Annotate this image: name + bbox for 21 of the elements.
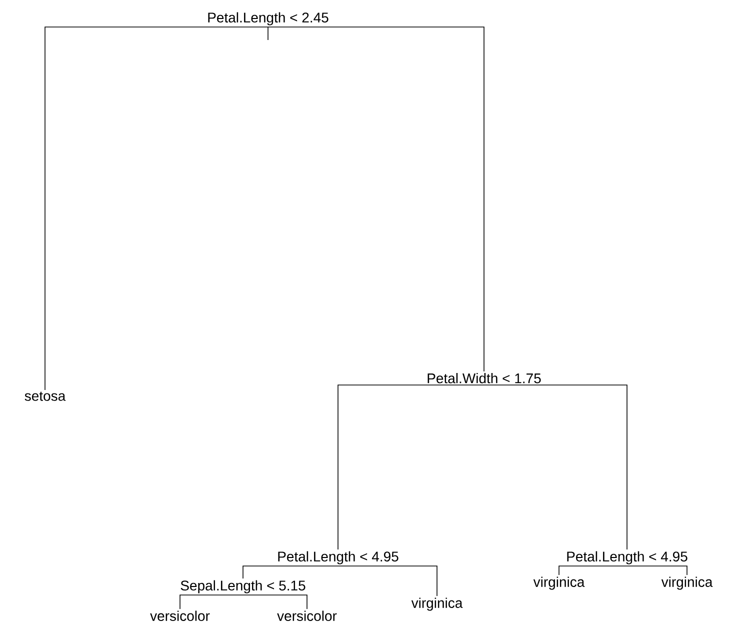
leaf-label: virginica: [661, 576, 713, 590]
tree-branch: [268, 26, 484, 372]
split-label: Petal.Width < 1.75: [428, 373, 541, 384]
tree-branch: [242, 594, 308, 610]
split-label: Petal.Length < 4.95: [278, 551, 398, 564]
tree-branch: [558, 566, 628, 576]
leaf-label: versicolor: [150, 610, 210, 621]
tree-branch: [338, 384, 484, 550]
tree-branch: [484, 384, 628, 550]
split-label: Petal.Length < 2.45: [208, 12, 328, 26]
tree-branch: [180, 594, 244, 610]
tree-branch: [626, 566, 688, 576]
split-label: Petal.Length < 4.95: [567, 551, 688, 564]
split-label: Sepal.Length < 5.15: [180, 580, 306, 594]
leaf-label: virginica: [533, 576, 585, 590]
leaf-label: virginica: [411, 598, 463, 611]
leaf-label: versicolor: [277, 610, 337, 621]
tree-branch: [338, 566, 438, 596]
leaf-label: setosa: [24, 392, 66, 401]
tree-branch: [44, 26, 268, 390]
tree-branch: [242, 566, 338, 579]
